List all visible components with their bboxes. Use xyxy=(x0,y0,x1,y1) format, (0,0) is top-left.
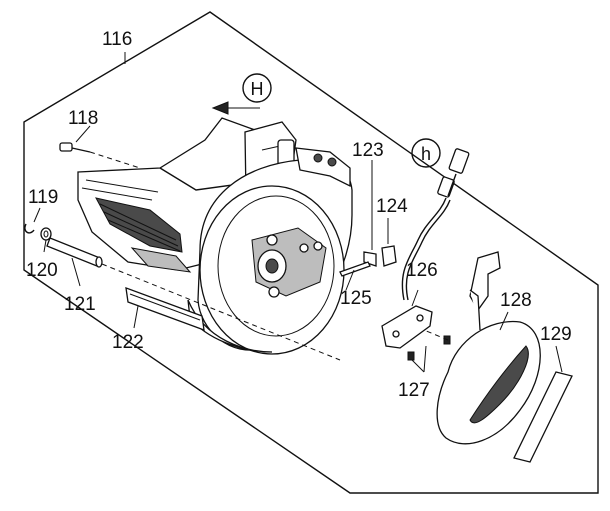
callout-125: 125 xyxy=(340,288,372,309)
callout-119: 119 xyxy=(28,187,58,208)
part-127-screws xyxy=(407,329,451,373)
part-119-clip xyxy=(24,207,41,234)
leader-122 xyxy=(133,305,139,329)
callout-116: 116 xyxy=(102,29,132,50)
callout-129: 129 xyxy=(540,324,572,345)
callout-120: 120 xyxy=(26,260,58,281)
callout-121: 121 xyxy=(64,294,96,315)
part-125-pin xyxy=(339,261,371,291)
reference-marker-H: H xyxy=(211,73,272,115)
part-129-strip xyxy=(513,345,573,463)
part-121-shaft xyxy=(46,237,341,361)
callout-126: 126 xyxy=(406,260,438,281)
part-124-bracket xyxy=(381,218,397,267)
marker-h-label: h xyxy=(421,144,431,164)
marker-H-label: H xyxy=(251,79,264,99)
callout-122: 122 xyxy=(112,332,144,353)
part-126-sensor-cable xyxy=(381,148,470,349)
callout-118: 118 xyxy=(68,108,98,129)
blower-housing xyxy=(77,117,353,355)
callout-123: 123 xyxy=(352,140,384,161)
reference-marker-h: h xyxy=(411,138,441,168)
callout-127: 127 xyxy=(398,380,430,401)
part-123-spring-clip xyxy=(363,160,377,267)
part-118-screw xyxy=(59,125,141,169)
assembly-frame xyxy=(23,11,599,494)
callout-124: 124 xyxy=(376,196,408,217)
callout-128: 128 xyxy=(500,290,532,311)
part-120-washer xyxy=(40,227,52,253)
part-128-cover xyxy=(436,251,541,445)
